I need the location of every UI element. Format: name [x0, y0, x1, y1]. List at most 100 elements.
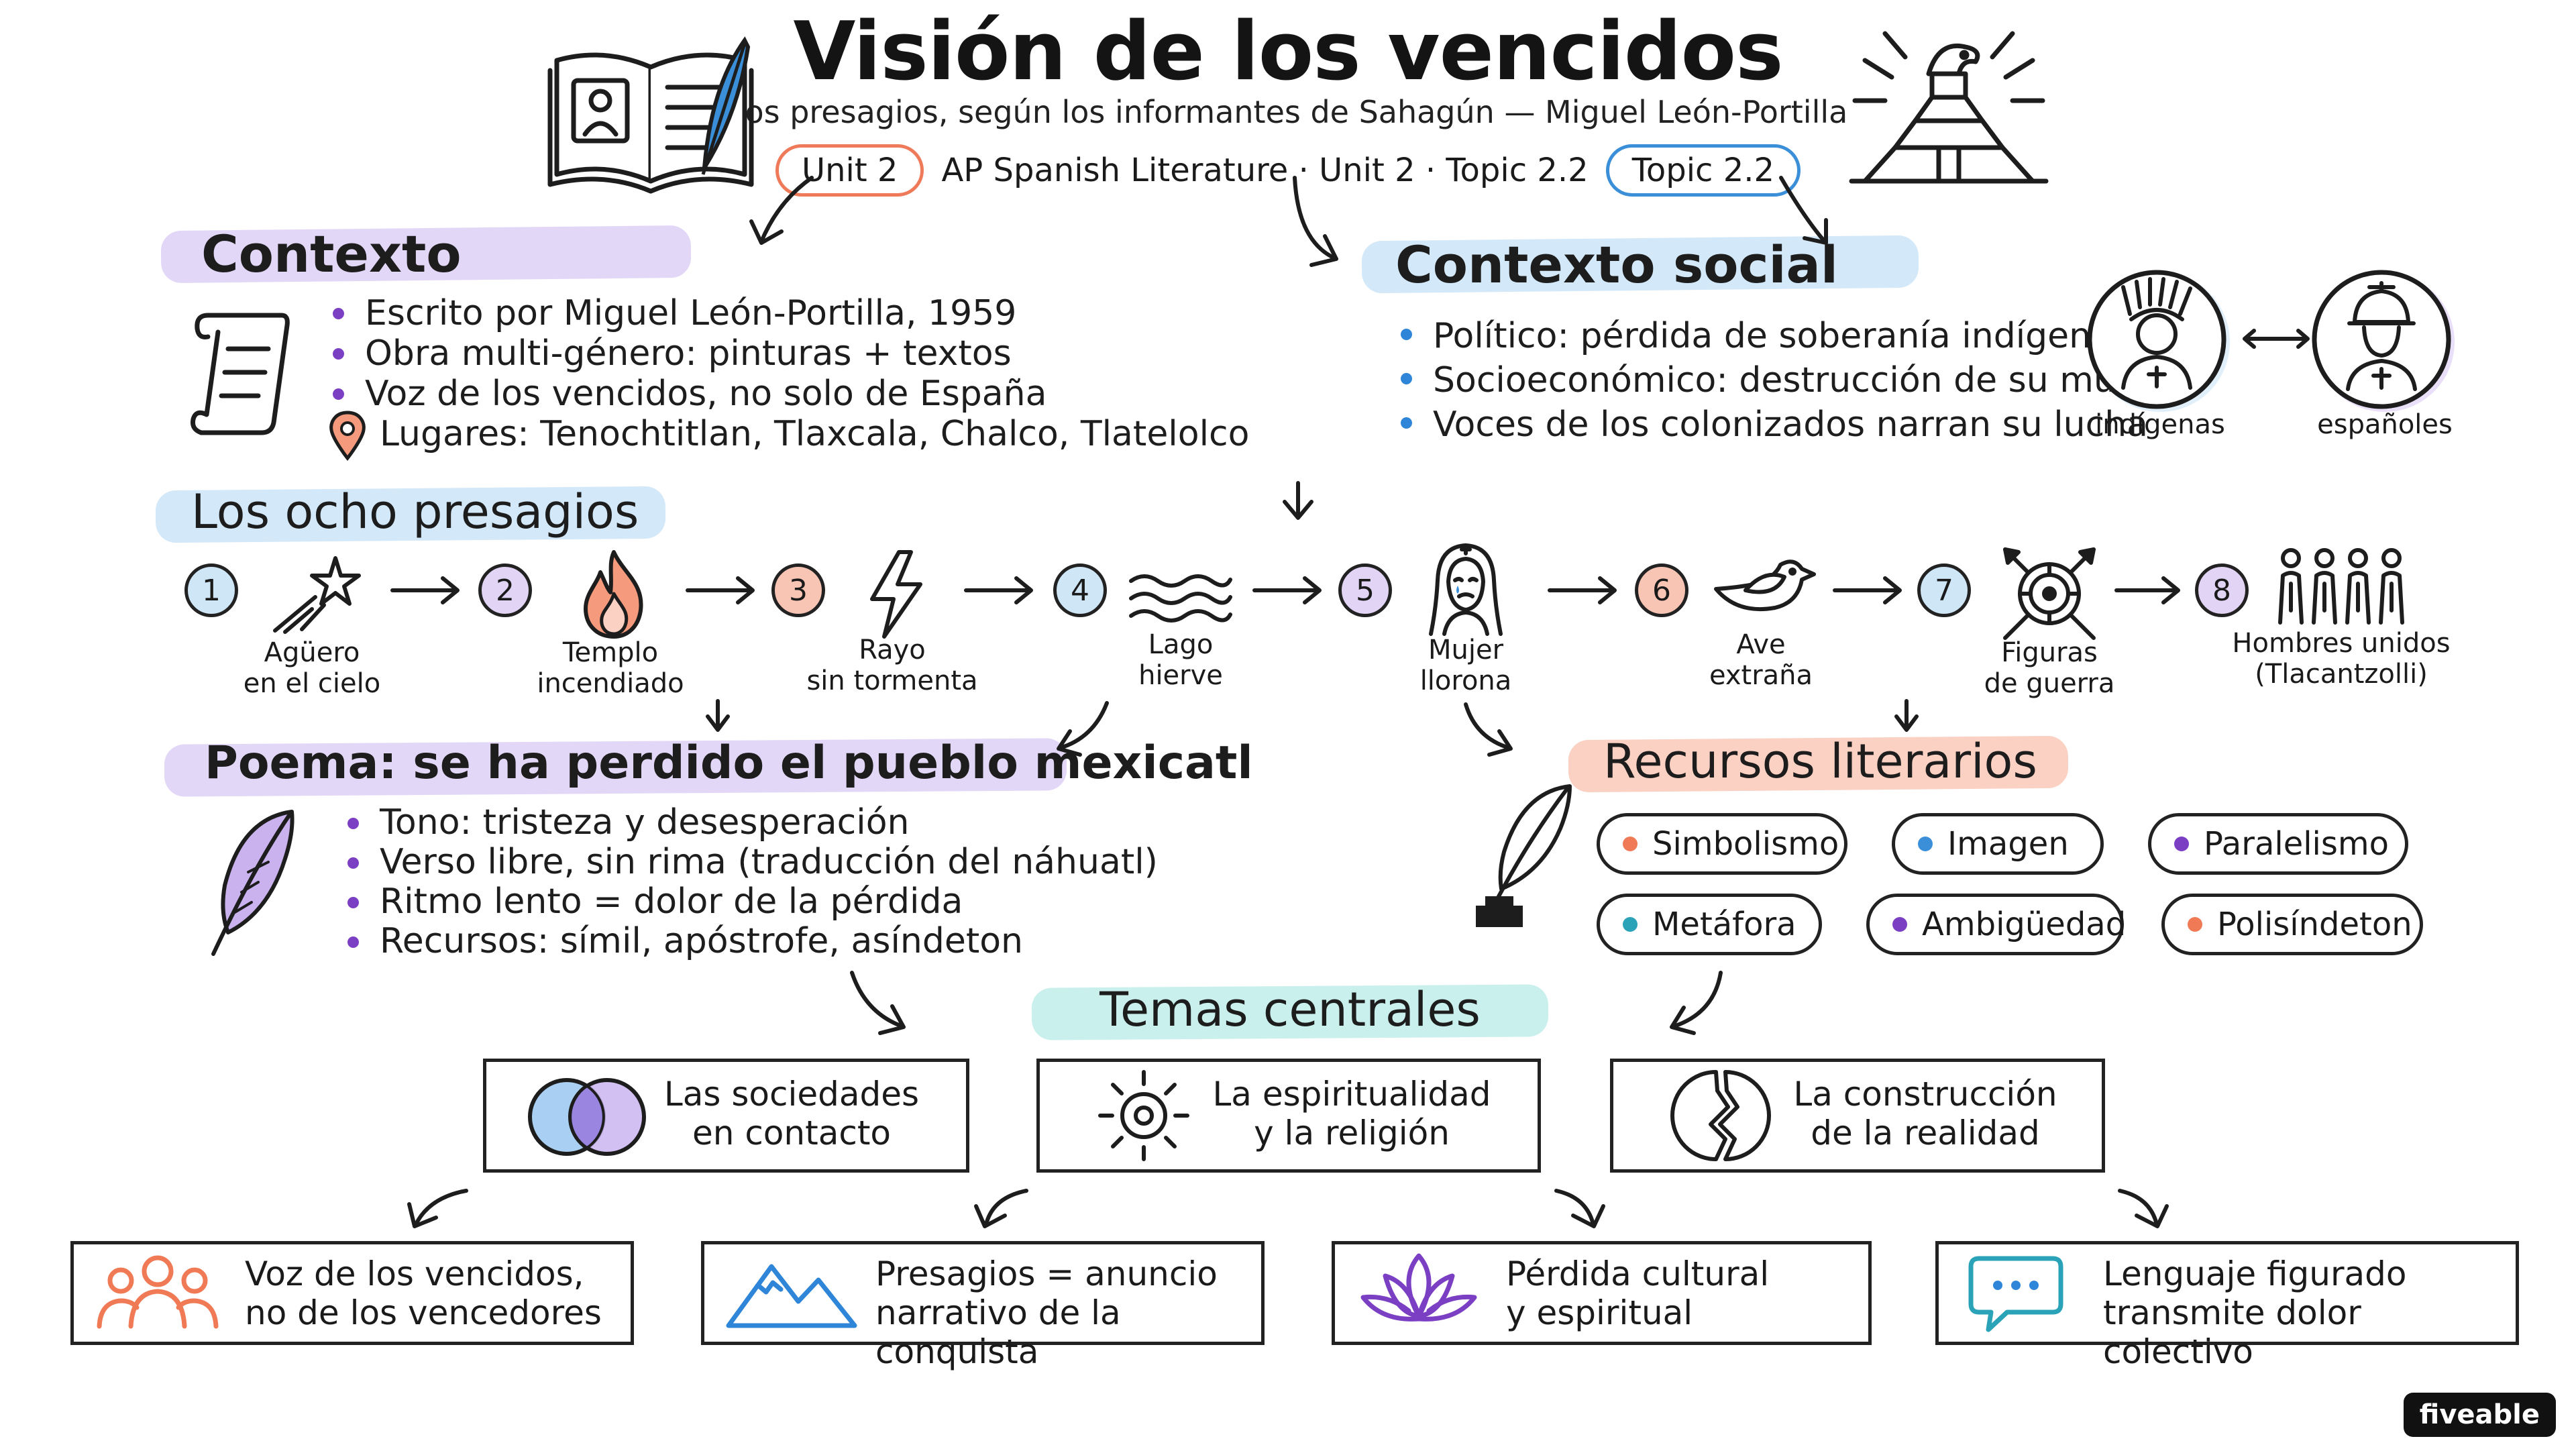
connector-arrow	[1464, 702, 1511, 750]
course-line: AP Spanish Literature · Unit 2 · Topic 2…	[941, 152, 1589, 189]
contexto-item: Voz de los vencidos, no solo de España	[327, 374, 1249, 414]
omen-number: 7	[1917, 564, 1971, 617]
lotus-icon	[1360, 1253, 1477, 1322]
poema-list: Tono: tristeza y desesperación Verso lib…	[342, 803, 1158, 961]
conclusion-line2: no de los vencedores	[245, 1293, 602, 1332]
omen-label: Templo incendiado	[476, 637, 745, 699]
omen-label-line1: Lago	[1148, 629, 1214, 660]
omen-label-line2: (Tlacantzolli)	[2255, 659, 2428, 690]
connector-arrow	[1058, 701, 1109, 750]
connector-arrow	[759, 176, 814, 244]
unit-tag: Unit 2	[775, 144, 924, 197]
device-dot	[2174, 837, 2189, 851]
conclusion-text: Voz de los vencidos, no de los vencedore…	[245, 1254, 621, 1332]
group-figures-icon	[2278, 548, 2404, 625]
open-book-icon	[547, 36, 754, 194]
connector-arrow	[984, 1189, 1028, 1226]
double-arrow-icon	[2243, 329, 2310, 349]
theme-line2: y la religión	[1254, 1114, 1450, 1152]
device-label: Simbolismo	[1652, 825, 1839, 863]
omen-label: Mujer llorona	[1332, 635, 1600, 696]
contexto-places: Lugares: Tenochtitlan, Tlaxcala, Chalco,…	[327, 411, 1250, 462]
connector-arrow	[1672, 971, 1723, 1028]
device-dot	[1918, 837, 1933, 851]
conclusion-line2: transmite dolor colectivo	[2103, 1293, 2361, 1371]
scroll-icon	[191, 313, 290, 435]
device-dot	[1892, 917, 1907, 932]
omen-label-line2: de guerra	[1984, 668, 2115, 699]
conclusion-line1: Voz de los vencidos,	[245, 1254, 584, 1293]
connector-arrow	[850, 971, 904, 1028]
omen-label-line1: Rayo	[859, 635, 926, 665]
poema-item: Verso libre, sin rima (traducción del ná…	[342, 843, 1158, 882]
contexto-list: Escrito por Miguel León-Portilla, 1959 O…	[327, 293, 1250, 462]
sun-icon	[1098, 1070, 1189, 1161]
tag-row: Unit 2 AP Spanish Literature · Unit 2 · …	[0, 144, 2576, 197]
location-pin-icon	[329, 411, 366, 462]
omen-label-line1: Ave	[1736, 629, 1786, 660]
omen-number: 2	[478, 564, 532, 617]
contexto-item: Obra multi-género: pinturas + textos	[327, 333, 1249, 374]
conclusion-text: Lenguaje figurado transmite dolor colect…	[2103, 1254, 2506, 1371]
conclusion-line1: Presagios = anuncio	[875, 1254, 1218, 1293]
omen-label-line2: llorona	[1419, 665, 1512, 696]
page-title: Visión de los vencidos	[793, 5, 1783, 99]
brand-logo: fiveable	[2403, 1393, 2556, 1437]
literary-device-pill: Polisíndeton	[2161, 894, 2423, 955]
contexto-social-item: Político: pérdida de soberanía indígena	[1395, 314, 2182, 358]
poema-item: Ritmo lento = dolor de la pérdida	[342, 882, 1158, 922]
recursos-heading: Recursos literarios	[1603, 734, 2037, 789]
device-label: Ambigüedad	[1922, 906, 2127, 943]
conclusion-line2: narrativo de la conquista	[875, 1293, 1121, 1371]
fire-icon	[584, 550, 643, 639]
device-label: Imagen	[1947, 825, 2069, 863]
literary-device-pill: Paralelismo	[2148, 813, 2408, 875]
connector-arrow	[1779, 176, 1827, 244]
spaniard-figure-icon	[2312, 270, 2455, 412]
temas-heading: Temas centrales	[1099, 982, 1481, 1037]
contexto-heading: Contexto	[201, 224, 462, 284]
literary-device-pill: Metáfora	[1597, 894, 1822, 955]
omen-label: Agüero en el cielo	[178, 637, 446, 699]
connector-arrow	[414, 1189, 468, 1226]
theme-text: Las sociedades en contacto	[644, 1075, 939, 1152]
theme-box	[1036, 1059, 1541, 1173]
omen-label-line2: extraña	[1709, 660, 1813, 691]
device-label: Metáfora	[1652, 906, 1796, 943]
literary-device-pill: Ambigüedad	[1866, 894, 2127, 955]
omen-label-line1: Figuras	[2001, 637, 2098, 668]
theme-line2: en contacto	[692, 1114, 892, 1152]
omen-label-line2: incendiado	[537, 668, 684, 699]
contexto-social-item: Socioeconómico: destrucción de su mundo	[1395, 358, 2182, 402]
poema-item: Recursos: símil, apóstrofe, asíndeton	[342, 922, 1158, 961]
omen-label: Rayo sin tormenta	[758, 635, 1026, 696]
people-group-icon	[97, 1255, 219, 1329]
spaniard-label: españoles	[2317, 409, 2453, 440]
omen-number: 6	[1635, 564, 1688, 617]
quill-inkwell-icon	[1476, 784, 1572, 927]
contexto-social-heading: Contexto social	[1395, 235, 1838, 294]
conclusion-line2: y espiritual	[1506, 1293, 1693, 1332]
device-dot	[1623, 837, 1638, 851]
poema-heading: Poema: se ha perdido el pueblo mexicatl	[205, 737, 1253, 790]
omen-label-line1: Mujer	[1428, 635, 1504, 665]
device-label: Paralelismo	[2204, 825, 2390, 863]
weeping-woman-icon	[1429, 543, 1503, 636]
presagios-heading: Los ocho presagios	[191, 484, 639, 539]
topic-tag: Topic 2.2	[1605, 144, 1801, 197]
connector-arrow	[1293, 176, 1337, 260]
contexto-places-text: Lugares: Tenochtitlan, Tlaxcala, Chalco,…	[380, 414, 1250, 454]
indigenous-figure-icon	[2087, 270, 2230, 412]
conclusion-line1: Lenguaje figurado	[2103, 1254, 2407, 1293]
omen-label-line1: Agüero	[264, 637, 360, 668]
omen-number: 5	[1338, 564, 1392, 617]
connector-arrow	[1554, 1189, 1595, 1226]
omen-number: 1	[184, 564, 238, 617]
theme-line2: de la realidad	[1811, 1114, 2040, 1152]
theme-line1: Las sociedades	[663, 1075, 920, 1114]
literary-device-pill: Simbolismo	[1597, 813, 1847, 875]
device-label: Polisíndeton	[2217, 906, 2412, 943]
omen-label: Lago hierve	[1046, 629, 1315, 691]
